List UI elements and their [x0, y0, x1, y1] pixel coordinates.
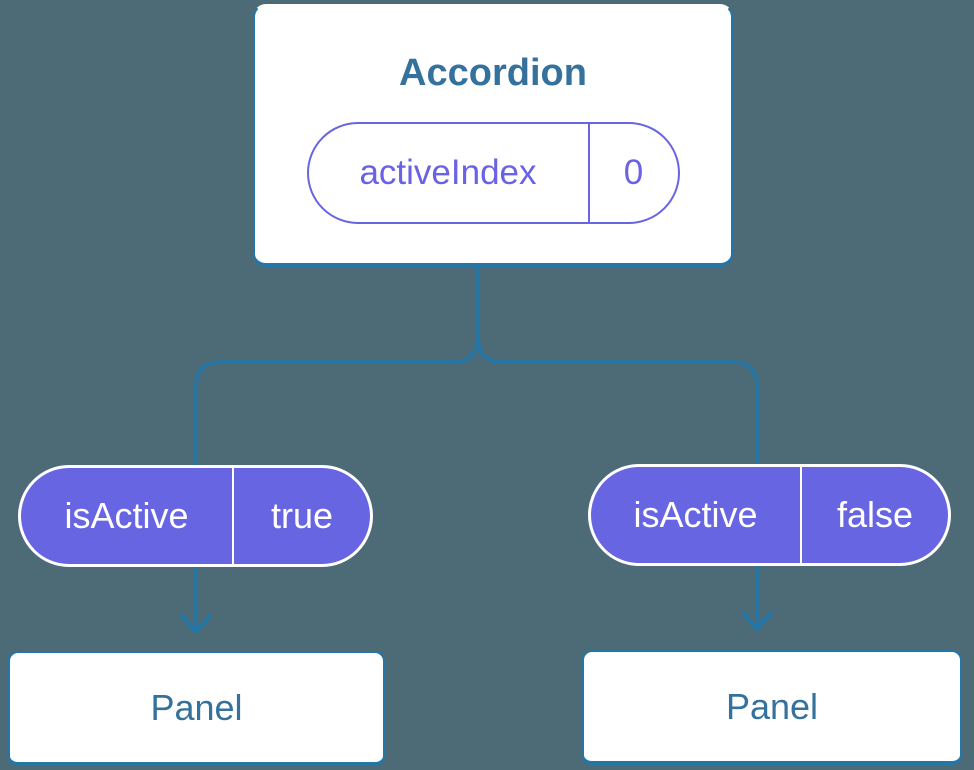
prop-value-label: true — [232, 468, 370, 564]
arrowhead-left-icon — [180, 614, 212, 634]
accordion-card: Accordion activeIndex 0 — [253, 4, 733, 267]
panel-label: Panel — [150, 686, 243, 728]
is-active-pill-true: isActive true — [18, 465, 373, 567]
panel-label: Panel — [725, 685, 819, 727]
prop-value-label: false — [800, 467, 948, 563]
prop-name-label: isActive — [633, 494, 758, 535]
prop-name-label: isActive — [64, 495, 189, 536]
panel-card-right: Panel — [582, 650, 962, 765]
connector-left-branch — [194, 265, 480, 633]
state-name-label: activeIndex — [359, 153, 537, 192]
arrowhead-right-icon — [741, 611, 773, 631]
accordion-title: Accordion — [399, 52, 587, 94]
is-active-pill-false: isActive false — [588, 464, 951, 566]
connector-right-branch — [476, 265, 759, 631]
state-value-label: 0 — [587, 124, 678, 222]
active-index-pill: activeIndex 0 — [306, 122, 680, 224]
panel-card-left: Panel — [8, 651, 385, 766]
